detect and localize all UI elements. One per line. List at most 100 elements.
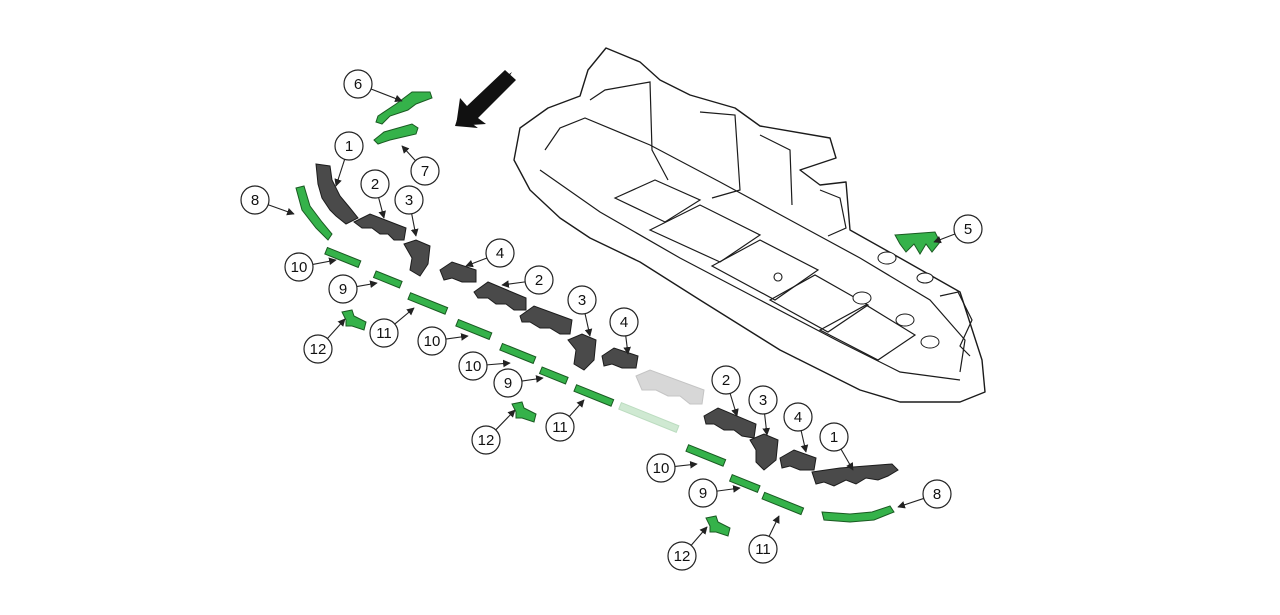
callout-number: 12 [674,548,691,565]
callout-circle [394,185,424,215]
callout-number: 11 [376,325,392,342]
callout-circle [524,265,554,295]
part-3-block-b [567,333,597,371]
callout-11: 11 [369,307,415,348]
callout-circle [545,412,575,442]
direction-arrow-icon [455,70,516,128]
part-11-strip-c [761,491,805,516]
callout-number: 9 [699,485,707,502]
callout-circle [493,368,523,398]
callout-number: 2 [371,176,379,193]
callout-10: 10 [417,326,469,356]
part-11-strip-ghost [618,401,680,433]
part-2-knife-c [519,305,573,335]
part-12-bracket-c [705,515,731,537]
part-5-bracket [894,231,941,255]
part-4-plate-b [601,347,639,369]
callout-number: 12 [310,341,327,358]
part-7-plate [373,123,419,145]
callout-leader-arrow [410,213,419,237]
callout-circle [458,351,488,381]
callout-7: 7 [401,145,440,186]
callout-9: 9 [493,368,544,398]
callout-number: 11 [755,541,771,558]
callout-circle [667,541,697,571]
part-10-strip-b [455,318,493,341]
callout-11: 11 [748,515,780,564]
part-8-guard-left [295,185,333,241]
callout-circle [360,169,390,199]
part-10-strip-c [499,342,537,365]
callout-circle [748,385,778,415]
callout-leader-arrow [768,515,780,537]
part-9-strip-c [728,473,761,493]
callout-leader-arrow [729,393,739,417]
callout-12: 12 [667,526,708,571]
callout-circle [328,274,358,304]
callout-number: 3 [578,292,586,309]
callout-leader-arrow [378,197,386,219]
callout-number: 4 [794,409,802,426]
callout-leader-arrow [394,307,415,325]
callout-4: 4 [609,307,639,355]
callout-number: 1 [345,138,353,155]
part-10-strip-d [685,444,727,467]
callout-4: 4 [783,402,813,453]
callout-circle [819,422,849,452]
callout-leader-arrow [674,460,698,469]
callout-9: 9 [688,478,741,508]
callout-number: 8 [933,486,941,503]
callout-number: 1 [830,429,838,446]
callout-leader-arrow [356,280,378,288]
callout-3: 3 [567,285,597,337]
part-1-knife-right [811,463,899,487]
callout-number: 6 [354,76,362,93]
callout-circle [688,478,718,508]
callout-leader-arrow [465,257,488,268]
callout-2: 2 [711,365,741,417]
callout-leader-arrow [897,497,924,509]
part-4-plate-a [439,261,477,283]
part-2-knife-a [353,213,407,241]
callout-6: 6 [343,69,403,103]
callout-leader-arrow [623,335,631,355]
part-3-block-a [403,239,431,277]
callout-leader-arrow [840,448,854,471]
callout-leader-arrow [370,88,403,103]
callout-number: 9 [339,281,347,298]
part-2-knife-d [703,407,757,439]
part-4-plate-c [779,449,817,471]
callout-2: 2 [360,169,390,219]
callout-5: 5 [933,214,983,244]
callout-number: 3 [759,392,767,409]
callout-circle [783,402,813,432]
callout-number: 2 [722,372,730,389]
callout-number: 12 [478,432,495,449]
callout-leader-arrow [762,413,771,436]
callout-12: 12 [471,409,516,455]
part-2-knife-ghost [635,369,705,405]
callout-12: 12 [303,318,346,364]
callout-leader-arrow [326,318,346,339]
callout-circle [369,318,399,348]
callout-leader-arrow [334,159,346,187]
part-2-knife-b [473,281,527,311]
callout-circle [240,185,270,215]
callout-number: 10 [424,333,441,350]
callout-circle [471,425,501,455]
part-11-strip-b [573,384,615,407]
callout-number: 5 [964,221,972,238]
callout-leader-arrow [690,526,708,546]
callout-leader-arrow [568,399,585,417]
callout-number: 10 [465,358,482,375]
part-3-block-c [749,433,779,471]
callout-circle [284,252,314,282]
callout-number: 8 [251,192,259,209]
callout-10: 10 [284,252,337,282]
callout-circle [711,365,741,395]
callout-number: 9 [504,375,512,392]
callout-circle [303,334,333,364]
callout-8: 8 [240,185,295,216]
callout-leader-arrow [800,430,809,453]
callout-11: 11 [545,399,585,442]
